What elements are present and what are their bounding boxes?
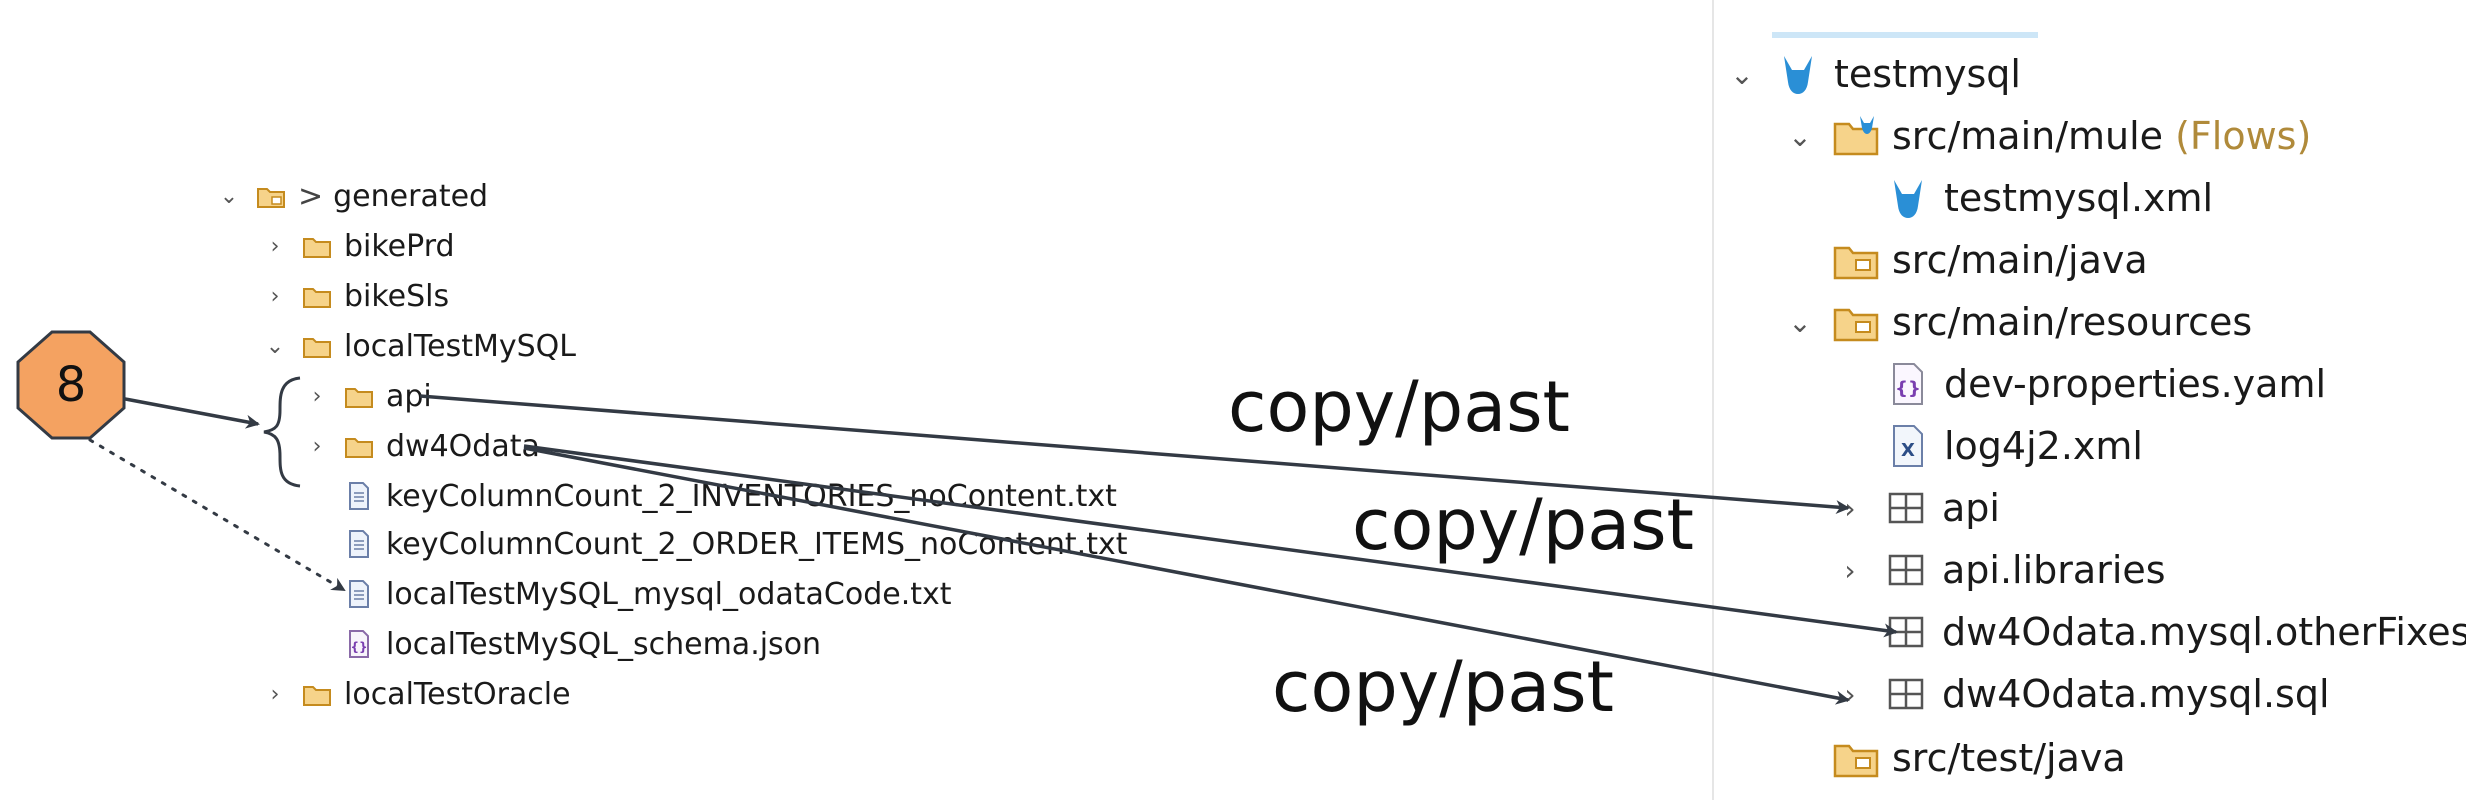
source-folder-icon <box>1832 298 1880 346</box>
tree-item-label: generated <box>333 178 489 214</box>
tree-item-label: log4j2.xml <box>1944 424 2143 468</box>
tree-item-label: src/main/java <box>1892 238 2148 282</box>
tree-item-generated[interactable]: ⌄ > generated <box>216 176 488 216</box>
chevron-right-icon[interactable]: › <box>1844 553 1856 587</box>
tree-item-label: dw4Odata.mysql.sql <box>1942 672 2330 716</box>
tree-item-src-main-mule[interactable]: ⌄ src/main/mule (Flows) <box>1782 108 2311 164</box>
folder-icon <box>344 431 374 461</box>
chevron-right-icon[interactable]: › <box>1844 677 1856 711</box>
mule-project-icon <box>1774 50 1822 98</box>
tree-item-suffix: (Flows) <box>2175 114 2312 158</box>
svg-text:{}: {} <box>350 640 367 654</box>
tree-item-label: localTestMySQL <box>344 328 576 364</box>
chevron-right-icon[interactable]: › <box>312 383 322 409</box>
tree-item-bikeprd[interactable]: › bikePrd <box>262 226 455 266</box>
chevron-down-icon[interactable]: ⌄ <box>1788 119 1812 153</box>
package-icon <box>1882 484 1930 532</box>
tree-item-prefix: > <box>298 178 324 214</box>
tree-item-label: dw4Odata <box>386 428 540 464</box>
tree-item-label: keyColumnCount_2_ORDER_ITEMS_noContent.t… <box>386 526 1128 562</box>
tree-item-file-inventories[interactable]: keyColumnCount_2_INVENTORIES_noContent.t… <box>344 476 1117 516</box>
copy-label-sql: copy/past <box>1272 646 1615 728</box>
package-icon <box>1882 546 1930 594</box>
tree-item-log4j2[interactable]: X log4j2.xml <box>1884 418 2143 474</box>
grouping-brace <box>263 376 301 488</box>
chevron-down-icon[interactable]: ⌄ <box>1730 57 1754 91</box>
folder-icon <box>302 231 332 261</box>
folder-icon <box>302 331 332 361</box>
tree-item-dw4odata-otherfixes[interactable]: dw4Odata.mysql.otherFixes <box>1882 604 2466 660</box>
mule-config-icon <box>1884 174 1932 222</box>
tree-item-label: src/main/resources <box>1892 300 2253 344</box>
tree-item-label: testmysql <box>1834 52 2021 96</box>
tree-item-file-odatacode[interactable]: localTestMySQL_mysql_odataCode.txt <box>344 574 952 614</box>
tree-item-api-package[interactable]: › api <box>1832 480 2000 536</box>
xml-file-icon: X <box>1884 422 1932 470</box>
copy-arrow-api <box>419 394 1850 515</box>
tree-item-dw4odata[interactable]: › dw4Odata <box>304 426 540 466</box>
chevron-right-icon[interactable]: › <box>270 681 280 707</box>
text-file-icon <box>344 481 374 511</box>
tree-item-label: testmysql.xml <box>1944 176 2214 220</box>
source-folder-icon <box>1832 236 1880 284</box>
source-folder-icon <box>1832 734 1880 782</box>
dotted-pointer <box>88 438 346 592</box>
tree-item-label: bikeSls <box>344 278 450 314</box>
chevron-right-icon[interactable]: › <box>312 433 322 459</box>
folder-icon <box>302 281 332 311</box>
tree-item-label: localTestMySQL_schema.json <box>386 626 822 662</box>
chevron-down-icon[interactable]: ⌄ <box>1788 305 1812 339</box>
badge-arrow <box>119 396 260 429</box>
flows-folder-icon <box>1832 112 1880 160</box>
tree-item-dev-properties[interactable]: {} dev-properties.yaml <box>1884 356 2326 412</box>
copy-arrow-sql <box>523 446 1850 705</box>
chevron-right-icon[interactable]: › <box>270 283 280 309</box>
chevron-down-icon[interactable]: ⌄ <box>219 183 239 209</box>
tree-item-bikesls[interactable]: › bikeSls <box>262 276 450 316</box>
tree-item-label: localTestOracle <box>344 676 571 712</box>
panel-divider <box>1712 0 1714 800</box>
text-file-icon <box>344 579 374 609</box>
folder-icon <box>344 381 374 411</box>
step-badge-shape <box>16 330 126 440</box>
copy-arrow-otherfixes <box>523 444 1898 638</box>
tree-item-label: api.libraries <box>1942 548 2166 592</box>
tree-item-dw4odata-sql[interactable]: › dw4Odata.mysql.sql <box>1832 666 2330 722</box>
tree-item-label: bikePrd <box>344 228 455 264</box>
tree-item-label: dw4Odata.mysql.otherFixes <box>1942 610 2466 654</box>
tree-item-label: localTestMySQL_mysql_odataCode.txt <box>386 576 952 612</box>
json-file-icon: {} <box>344 629 374 659</box>
tree-item-label: api <box>1942 486 2000 530</box>
svg-text:{}: {} <box>1895 378 1921 399</box>
step-badge-number: 8 <box>55 357 87 413</box>
tree-item-testmysql-xml[interactable]: testmysql.xml <box>1884 170 2213 226</box>
tree-item-src-main-resources[interactable]: ⌄ src/main/resources <box>1782 294 2252 350</box>
copy-label-otherfixes: copy/past <box>1352 484 1695 566</box>
tree-item-localtestoracle[interactable]: › localTestOracle <box>262 674 571 714</box>
tree-item-api-libraries[interactable]: › api.libraries <box>1832 542 2166 598</box>
tree-item-src-main-java[interactable]: src/main/java <box>1832 232 2148 288</box>
tree-item-testmysql[interactable]: ⌄ testmysql <box>1724 46 2021 102</box>
panel-top-accent <box>1772 32 2038 38</box>
tree-item-label: dev-properties.yaml <box>1944 362 2327 406</box>
tree-item-localtestmysql[interactable]: ⌄ localTestMySQL <box>262 326 576 366</box>
chevron-right-icon[interactable]: › <box>270 233 280 259</box>
tree-item-file-order-items[interactable]: keyColumnCount_2_ORDER_ITEMS_noContent.t… <box>344 524 1128 564</box>
svg-text:X: X <box>1901 440 1915 461</box>
yaml-file-icon: {} <box>1884 360 1932 408</box>
tree-item-label: src/test/java <box>1892 736 2126 780</box>
chevron-down-icon[interactable]: ⌄ <box>265 333 285 359</box>
text-file-icon <box>344 529 374 559</box>
tree-item-file-schema[interactable]: {} localTestMySQL_schema.json <box>344 624 821 664</box>
package-icon <box>1882 670 1930 718</box>
tree-item-src-test-java[interactable]: src/test/java <box>1832 730 2126 786</box>
copy-label-api: copy/past <box>1228 366 1571 448</box>
tree-item-label: src/main/mule <box>1892 114 2164 158</box>
source-folder-icon <box>256 181 286 211</box>
folder-icon <box>302 679 332 709</box>
tree-item-label: keyColumnCount_2_INVENTORIES_noContent.t… <box>386 478 1117 514</box>
